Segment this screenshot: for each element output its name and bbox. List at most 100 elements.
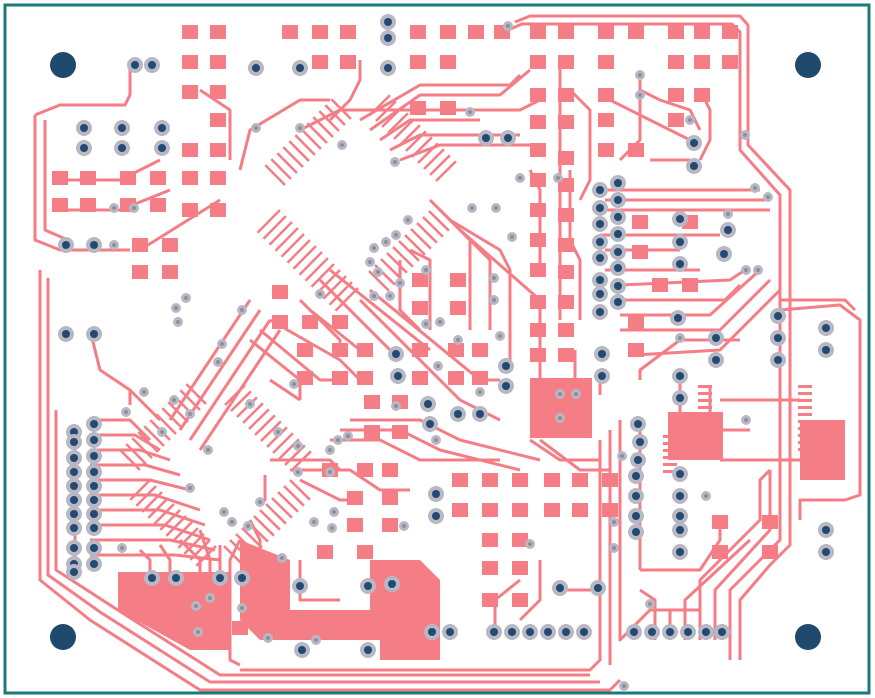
smd-pad: [412, 371, 428, 385]
via-hole: [384, 34, 392, 42]
smd-pad: [472, 371, 488, 385]
via-hole: [90, 482, 98, 490]
via-hole: [726, 212, 730, 216]
smd-pad: [150, 171, 166, 185]
via-hole: [676, 215, 684, 223]
smd-pad: [80, 171, 96, 185]
via-hole: [393, 160, 397, 164]
soic-pad: [798, 441, 812, 444]
smd-pad: [682, 278, 698, 292]
soic-pad: [698, 413, 712, 416]
smd-pad: [668, 113, 684, 127]
pin-trace: [324, 104, 346, 126]
via-hole: [744, 418, 748, 422]
pin-trace: [288, 140, 310, 162]
via-hole: [90, 452, 98, 460]
pin-trace: [260, 420, 282, 442]
via-hole: [296, 64, 304, 72]
chip-pin-fans: [119, 94, 457, 567]
pin-trace: [119, 449, 141, 471]
via-hole: [676, 260, 684, 268]
via-hole: [252, 64, 260, 72]
soic-pad: [663, 449, 677, 452]
via-hole: [702, 628, 710, 636]
smd-pad: [412, 301, 428, 315]
via-hole: [432, 490, 440, 498]
smd-pad: [722, 55, 738, 69]
via-hole: [676, 470, 684, 478]
pin-trace: [268, 221, 293, 246]
soic-pad: [698, 385, 712, 388]
via-hole: [70, 454, 78, 462]
pin-trace: [253, 515, 275, 537]
via-hole: [632, 472, 640, 480]
smd-pad: [210, 25, 226, 39]
pin-trace: [312, 116, 334, 138]
via-hole: [638, 73, 642, 77]
via-hole: [674, 314, 682, 322]
via-hole: [62, 330, 70, 338]
smd-pad: [598, 88, 614, 102]
soic-pad: [698, 448, 712, 451]
via-hole: [528, 542, 532, 546]
pin-trace: [155, 413, 177, 435]
via-hole: [184, 296, 188, 300]
smd-pad: [410, 55, 426, 69]
pin-trace: [265, 503, 287, 525]
pin-trace: [282, 146, 304, 168]
soic-pad: [798, 427, 812, 430]
pin-trace: [294, 134, 316, 156]
via-hole: [402, 524, 406, 528]
via-hole: [258, 500, 262, 504]
via-hole: [756, 268, 760, 272]
pin-trace: [286, 239, 311, 264]
smd-pad: [282, 25, 298, 39]
via-hole: [216, 360, 220, 364]
via-hole: [688, 118, 692, 122]
smd-pad: [210, 171, 226, 185]
smd-pad: [558, 55, 574, 69]
via-hole: [580, 628, 588, 636]
via-hole: [526, 628, 534, 636]
pin-trace: [298, 251, 323, 276]
smd-pad: [412, 343, 428, 357]
via-hole: [822, 548, 830, 556]
smd-pad: [652, 278, 668, 292]
soic-pad: [698, 441, 712, 444]
smd-pad: [182, 85, 198, 99]
via-hole: [504, 134, 512, 142]
via-hole: [80, 124, 88, 132]
smd-pad: [52, 171, 68, 185]
smd-pad: [694, 25, 710, 39]
smd-pad: [558, 265, 574, 279]
via-hole: [148, 574, 156, 582]
smd-pad: [668, 88, 684, 102]
via-hole: [614, 230, 622, 238]
pin-trace: [274, 227, 299, 252]
via-hole: [614, 248, 622, 256]
soic-pad: [798, 448, 812, 451]
via-hole: [90, 468, 98, 476]
pin-trace: [270, 158, 292, 180]
via-hole: [172, 574, 180, 582]
via-hole: [446, 628, 454, 636]
smd-pad: [357, 463, 373, 477]
via-hole: [120, 546, 124, 550]
smd-pad: [302, 315, 318, 329]
pin-trace: [328, 281, 353, 306]
via-hole: [328, 470, 332, 474]
smd-pad: [364, 395, 380, 409]
pin-trace: [167, 401, 189, 423]
via-hole: [712, 334, 720, 342]
via-hole: [132, 206, 136, 210]
soic-pad: [698, 434, 712, 437]
soic-pad: [698, 392, 712, 395]
soic-pad: [798, 385, 812, 388]
pin-trace: [262, 215, 287, 240]
pin-trace: [411, 136, 433, 158]
pin-trace: [161, 407, 183, 429]
smd-pad: [572, 503, 588, 517]
soic-pad: [798, 406, 812, 409]
bottom-left-mount-hole: [50, 624, 76, 650]
